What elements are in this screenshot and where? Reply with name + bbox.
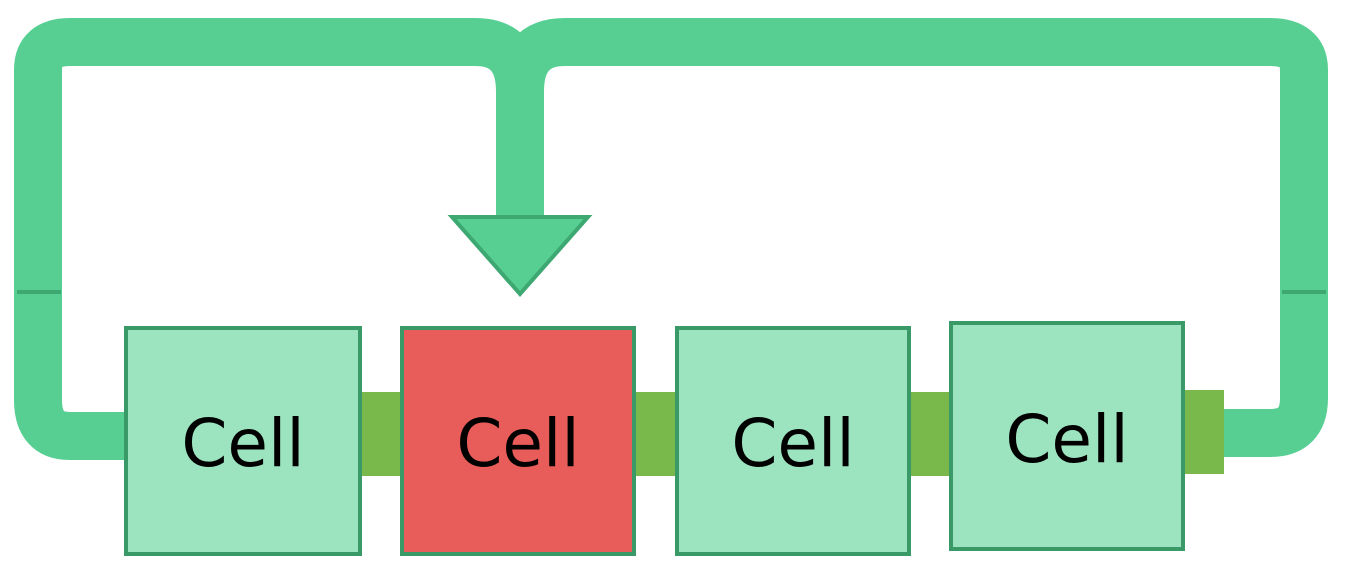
cell-4-box [949, 321, 1185, 551]
connector-3 [905, 392, 953, 476]
right-loop-band [496, 18, 1328, 457]
loop-arrow-head [447, 215, 593, 298]
cell-1-label: Cell [181, 405, 304, 482]
cell-1: Cell [124, 326, 362, 556]
cell-2-label: Cell [456, 405, 579, 482]
cell-3: Cell [675, 326, 911, 556]
cell-2-active: Cell [400, 326, 636, 556]
cell-2-box [400, 326, 636, 556]
cell-4: Cell [949, 321, 1185, 551]
connector-4 [1180, 390, 1224, 474]
cell-1-box [124, 326, 362, 556]
cell-3-label: Cell [731, 405, 854, 482]
connector-2 [632, 392, 680, 476]
cell-4-label: Cell [1005, 401, 1128, 478]
connector-1 [356, 392, 404, 476]
cell-3-box [675, 326, 911, 556]
